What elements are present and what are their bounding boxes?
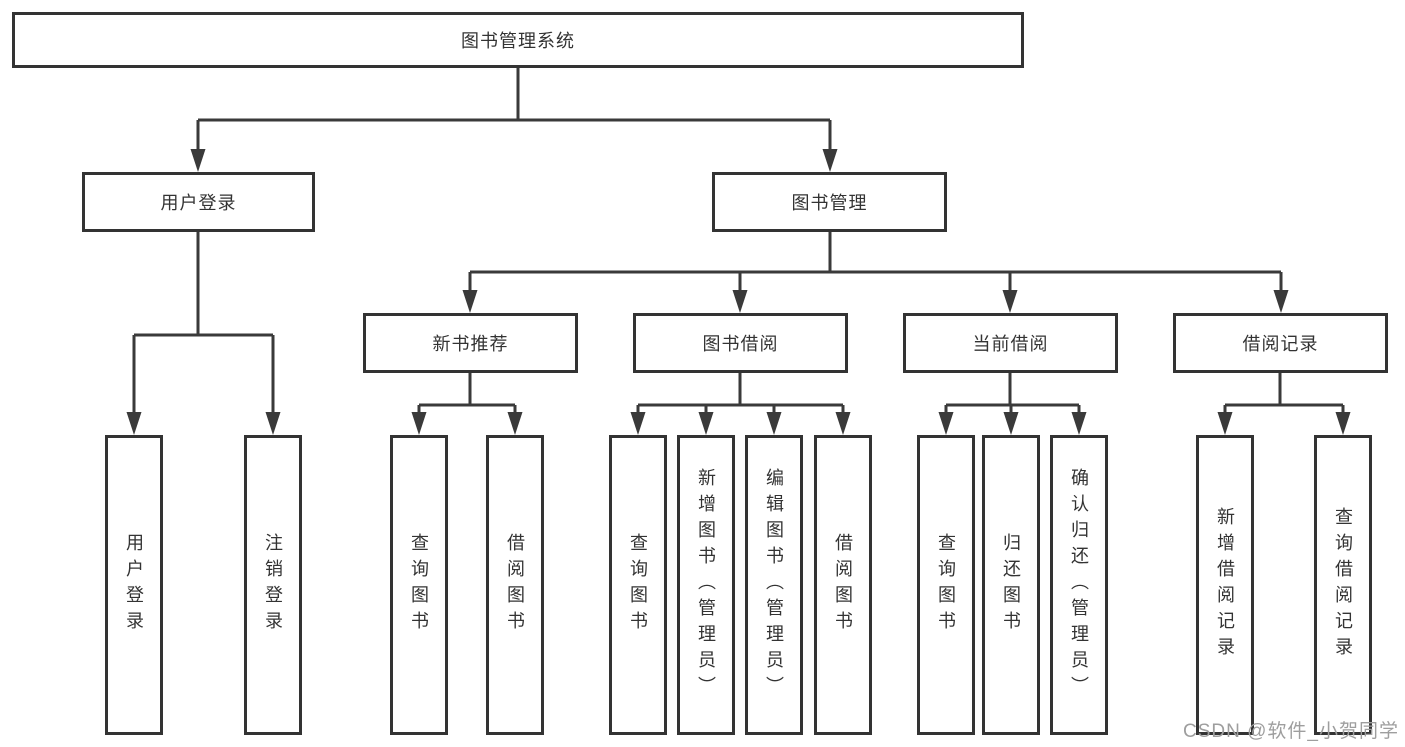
node-borrow-records-label: 借阅记录	[1242, 334, 1319, 354]
node-leaf-borrow-books-label: 借阅图书	[833, 533, 853, 637]
node-leaf-borrow-books-recommend-label: 借阅图书	[505, 533, 525, 637]
node-new-book-recommend-label: 新书推荐	[432, 334, 509, 354]
node-leaf-query-books-borrow-label: 查询图书	[628, 533, 648, 637]
node-leaf-borrow-books-recommend: 借阅图书	[486, 435, 544, 735]
node-leaf-return-books: 归还图书	[982, 435, 1040, 735]
node-leaf-edit-books-admin: 编辑图书（管理员）	[745, 435, 803, 735]
node-leaf-edit-books-admin-label: 编辑图书（管理员）	[764, 468, 784, 702]
node-current-borrow-label: 当前借阅	[972, 334, 1049, 354]
node-user-login-branch-label: 用户登录	[160, 193, 237, 213]
node-root: 图书管理系统	[12, 12, 1024, 68]
node-leaf-add-books-admin-label: 新增图书（管理员）	[696, 468, 716, 702]
node-leaf-confirm-return-admin: 确认归还（管理员）	[1050, 435, 1108, 735]
node-leaf-query-books-current-label: 查询图书	[936, 533, 956, 637]
node-leaf-logout: 注销登录	[244, 435, 302, 735]
node-leaf-query-books-current: 查询图书	[917, 435, 975, 735]
node-leaf-user-login: 用户登录	[105, 435, 163, 735]
node-leaf-user-login-label: 用户登录	[124, 533, 144, 637]
node-leaf-add-books-admin: 新增图书（管理员）	[677, 435, 735, 735]
watermark: CSDN @软件_小贺同学	[1183, 721, 1399, 742]
node-root-label: 图书管理系统	[461, 31, 575, 51]
node-borrow-records-group: 借阅记录	[1173, 313, 1388, 373]
node-leaf-borrow-books: 借阅图书	[814, 435, 872, 735]
node-book-management-branch-label: 图书管理	[791, 193, 868, 213]
node-leaf-confirm-return-admin-label: 确认归还（管理员）	[1069, 468, 1089, 702]
node-leaf-logout-label: 注销登录	[263, 533, 283, 637]
node-user-login-branch: 用户登录	[82, 172, 315, 232]
node-leaf-query-books-borrow: 查询图书	[609, 435, 667, 735]
node-leaf-return-books-label: 归还图书	[1001, 533, 1021, 637]
node-leaf-add-borrow-record-label: 新增借阅记录	[1215, 507, 1235, 663]
node-book-management-branch: 图书管理	[712, 172, 947, 232]
node-leaf-query-borrow-record-label: 查询借阅记录	[1333, 507, 1353, 663]
node-book-borrow-group: 图书借阅	[633, 313, 848, 373]
node-new-book-recommend-group: 新书推荐	[363, 313, 578, 373]
node-leaf-query-books-recommend: 查询图书	[390, 435, 448, 735]
arrowhead-icons	[126, 149, 1351, 435]
node-leaf-add-borrow-record: 新增借阅记录	[1196, 435, 1254, 735]
node-book-borrow-label: 图书借阅	[702, 334, 779, 354]
node-leaf-query-books-recommend-label: 查询图书	[409, 533, 429, 637]
node-leaf-query-borrow-record: 查询借阅记录	[1314, 435, 1372, 735]
node-current-borrow-group: 当前借阅	[903, 313, 1118, 373]
